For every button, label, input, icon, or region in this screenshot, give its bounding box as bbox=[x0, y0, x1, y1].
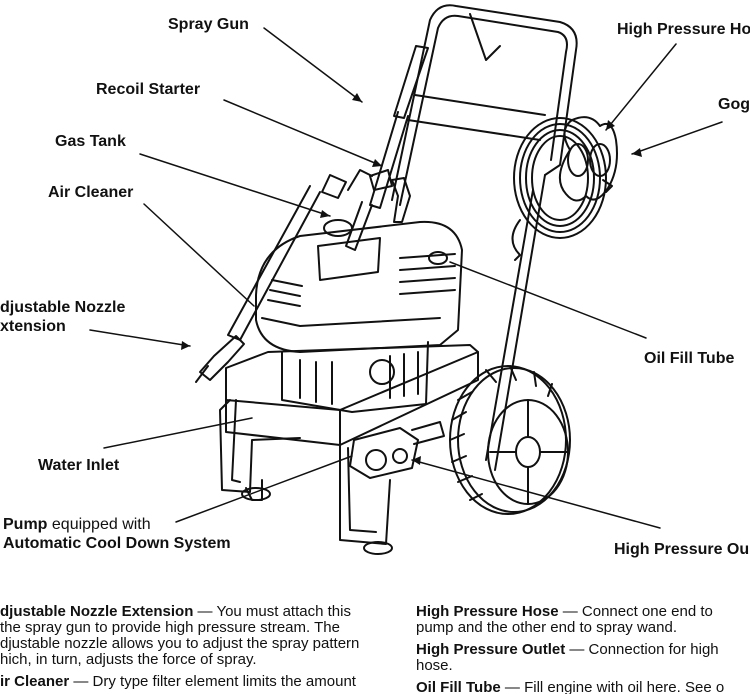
frame-legs bbox=[219, 399, 393, 555]
label-air-cleaner: Air Cleaner bbox=[48, 184, 134, 201]
label-high-pressure-hose: High Pressure Ho bbox=[617, 21, 750, 38]
description-right-column: High Pressure Hose — Connect one end to … bbox=[416, 604, 750, 694]
description-adjustable-nozzle: djustable Nozzle Extension — You must at… bbox=[0, 604, 400, 668]
description-high-pressure-hose: High Pressure Hose — Connect one end to … bbox=[416, 604, 750, 636]
description-line: hose. bbox=[416, 657, 453, 674]
label-goggles: Gog bbox=[718, 96, 750, 113]
wheel bbox=[449, 365, 571, 515]
label-recoil-starter: Recoil Starter bbox=[96, 81, 201, 98]
description-term: High Pressure Hose bbox=[416, 603, 559, 620]
leader-lines bbox=[89, 27, 723, 529]
pump bbox=[349, 421, 445, 479]
leader-arrowheads bbox=[181, 93, 642, 465]
frame-handle bbox=[391, 4, 578, 471]
description-line: — Fill engine with oil here. See o bbox=[500, 679, 725, 694]
label-water-inlet: Water Inlet bbox=[38, 457, 120, 474]
description-high-pressure-outlet: High Pressure Outlet — Connection for hi… bbox=[416, 642, 750, 674]
description-term: djustable Nozzle Extension bbox=[0, 603, 194, 620]
label-pump: Pump equipped with Automatic Cool Down S… bbox=[3, 515, 231, 553]
label-oil-fill-tube: Oil Fill Tube bbox=[644, 350, 735, 367]
description-line: the spray gun to provide high pressure s… bbox=[0, 619, 340, 636]
description-air-cleaner: ir Cleaner — Dry type filter element lim… bbox=[0, 674, 400, 690]
description-line: — Dry type filter element limits the amo… bbox=[69, 673, 356, 690]
engine bbox=[255, 169, 463, 413]
goggles bbox=[559, 116, 618, 202]
description-line: — You must attach this bbox=[193, 603, 351, 620]
description-left-column: djustable Nozzle Extension — You must at… bbox=[0, 604, 400, 694]
label-adjustable-nozzle-line1: djustable Nozzle bbox=[0, 299, 126, 316]
description-term: Oil Fill Tube bbox=[416, 679, 501, 694]
label-gas-tank: Gas Tank bbox=[55, 133, 126, 150]
label-spray-gun: Spray Gun bbox=[168, 16, 249, 33]
description-line: — Connection for high bbox=[565, 641, 719, 658]
label-adjustable-nozzle-line2: xtension bbox=[0, 318, 66, 335]
description-line: hich, in turn, adjusts the force of spra… bbox=[0, 651, 257, 668]
description-line: — Connect one end to bbox=[558, 603, 713, 620]
label-pump-bold: Pump bbox=[3, 516, 48, 533]
description-line: pump and the other end to spray wand. bbox=[416, 619, 678, 636]
label-pump-line2: Automatic Cool Down System bbox=[3, 535, 231, 552]
description-oil-fill-tube: Oil Fill Tube — Fill engine with oil her… bbox=[416, 680, 750, 694]
label-adjustable-nozzle-extension: djustable Nozzle xtension bbox=[0, 298, 125, 336]
base-deck bbox=[225, 344, 479, 446]
hose-coil bbox=[511, 117, 607, 261]
description-term: High Pressure Outlet bbox=[416, 641, 566, 658]
description-line: djustable nozzle allows you to adjust th… bbox=[0, 635, 360, 652]
label-high-pressure-outlet: High Pressure Ou bbox=[614, 541, 750, 558]
spray-gun-wand bbox=[195, 45, 429, 383]
description-term: ir Cleaner bbox=[0, 673, 70, 690]
label-pump-rest: equipped with bbox=[47, 516, 151, 533]
